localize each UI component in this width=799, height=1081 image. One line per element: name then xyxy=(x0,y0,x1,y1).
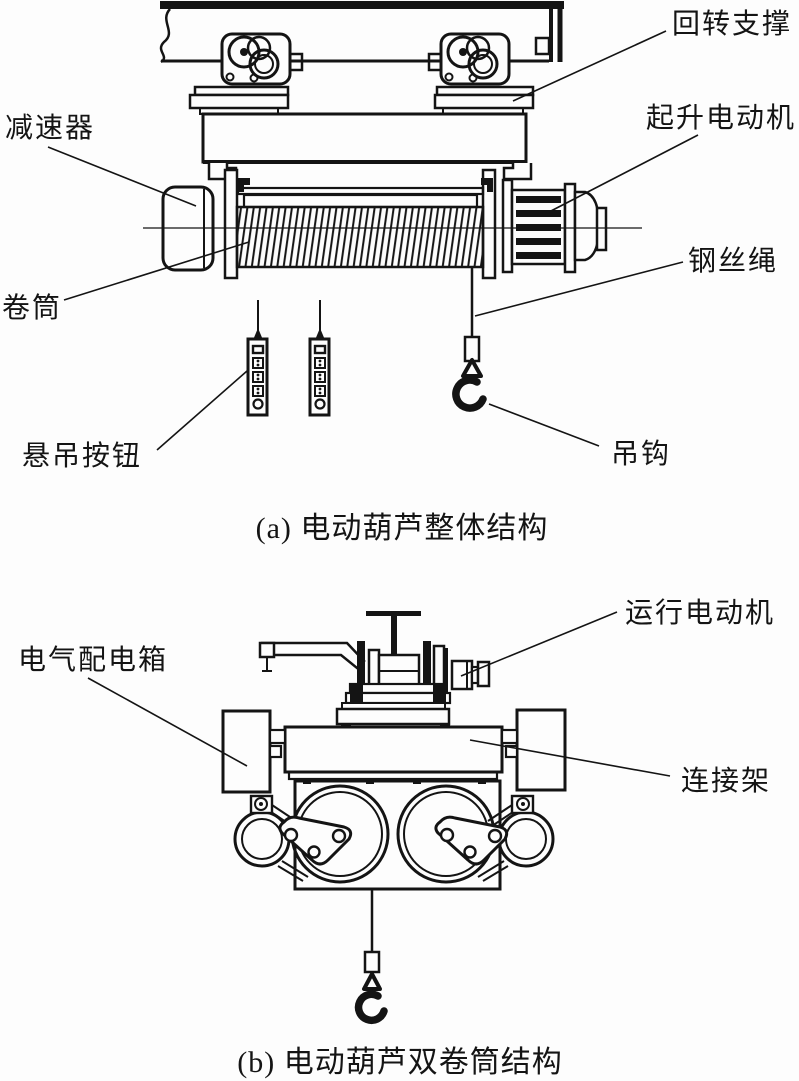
double-drum-housing xyxy=(233,779,555,891)
drum-wire-wraps xyxy=(235,205,485,269)
labels-b: 运行电动机 电气配电箱 连接架 (b) 电动葫芦双卷筒结构 xyxy=(18,597,775,1079)
label-slewing-support: 回转支撑 xyxy=(672,8,792,40)
caption-b: (b) 电动葫芦双卷筒结构 xyxy=(237,1046,562,1079)
diagram-b xyxy=(87,611,671,1024)
hook-icon-b xyxy=(354,990,388,1024)
label-pendant-button: 悬吊按钮 xyxy=(22,440,142,472)
label-reducer: 减速器 xyxy=(5,112,95,144)
trolley-unit-right xyxy=(427,32,535,115)
right-side-box-drawing xyxy=(500,708,567,792)
travel-motor-drawing xyxy=(450,659,491,691)
labels-a: 回转支撑 减速器 起升电动机 卷筒 钢丝绳 悬吊按钮 吊钩 (a) 电动葫芦整体… xyxy=(2,8,796,545)
trolley-mechanism xyxy=(335,641,452,728)
leader-wire-rope xyxy=(474,261,684,317)
left-guide-plate xyxy=(278,815,353,866)
leader-hoist-motor xyxy=(548,134,699,213)
left-ear-ring xyxy=(233,810,291,868)
label-hoist-motor: 起升电动机 xyxy=(646,102,796,134)
electrical-box-drawing xyxy=(221,709,287,794)
support-arm xyxy=(258,641,366,672)
leader-electrical-box xyxy=(87,677,248,767)
leader-connecting-frame xyxy=(469,739,671,777)
label-electrical-box: 电气配电箱 xyxy=(18,644,168,676)
leader-slewing-support xyxy=(512,30,667,102)
pendant-control-2 xyxy=(308,300,331,417)
leader-pendant-button xyxy=(156,370,248,451)
diagram-a xyxy=(47,1,699,451)
label-drum: 卷筒 xyxy=(2,292,62,324)
hoist-motor-drawing xyxy=(501,178,608,274)
hook-assembly-a xyxy=(452,266,487,412)
leader-lines-a xyxy=(47,30,699,451)
label-wire-rope: 钢丝绳 xyxy=(688,245,778,277)
right-guide-plate xyxy=(434,815,509,866)
leader-drum xyxy=(63,241,250,301)
hook-assembly-b xyxy=(354,889,388,1024)
connecting-frame-drawing xyxy=(283,725,504,784)
trolley-unit-left xyxy=(188,32,304,115)
drum-assembly xyxy=(223,168,497,280)
ibeam-section xyxy=(366,611,421,672)
hoist-frame xyxy=(201,112,533,181)
leader-reducer xyxy=(47,146,197,207)
leader-hook xyxy=(488,403,600,447)
caption-a: (a) 电动葫芦整体结构 xyxy=(256,512,549,545)
label-hook: 吊钩 xyxy=(611,438,671,470)
leader-travel-motor xyxy=(460,611,618,677)
label-travel-motor: 运行电动机 xyxy=(625,597,775,629)
label-connecting-frame: 连接架 xyxy=(681,765,771,797)
leader-lines-b xyxy=(87,611,671,777)
right-ear-ring xyxy=(497,810,555,868)
hook-icon xyxy=(452,376,487,412)
pendant-control-1 xyxy=(246,300,269,417)
